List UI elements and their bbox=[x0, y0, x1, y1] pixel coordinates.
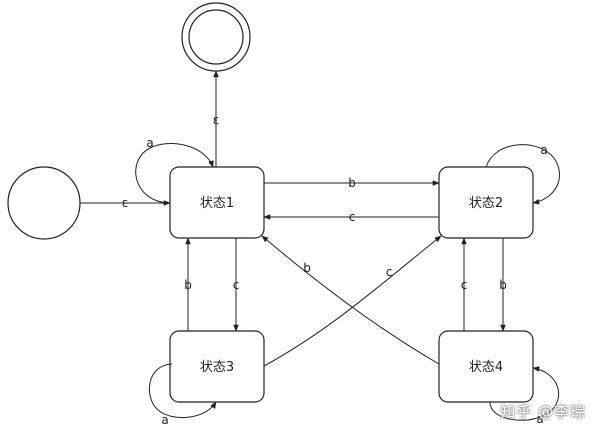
edge-s1-s2-label: b bbox=[348, 176, 356, 190]
edge-s3-s2-label: c bbox=[386, 265, 393, 279]
state-1: 状态1 bbox=[169, 166, 265, 239]
state-2-label: 状态2 bbox=[469, 196, 503, 211]
watermark: 知乎 @李琮 bbox=[500, 403, 586, 421]
start-node bbox=[7, 166, 81, 240]
state-4: 状态4 bbox=[438, 330, 534, 403]
state-2: 状态2 bbox=[438, 166, 534, 239]
edge-s3-self bbox=[149, 363, 217, 419]
accept-node bbox=[181, 2, 251, 72]
edge-s2-self-label: a bbox=[540, 143, 547, 157]
state-3: 状态3 bbox=[169, 330, 265, 403]
edge-s1-self-label: a bbox=[146, 136, 153, 150]
edge-s2-self bbox=[485, 144, 560, 205]
edge-start-s1-label: ε bbox=[122, 196, 129, 210]
state-1-label: 状态1 bbox=[200, 196, 234, 211]
edge-s4-s1-label: b bbox=[303, 261, 311, 275]
edge-s3-s1-label: b bbox=[184, 278, 192, 292]
edge-s3-self-label: a bbox=[161, 413, 168, 427]
edge-s1-accept-label: ε bbox=[213, 113, 220, 127]
edge-s3-s2 bbox=[263, 235, 442, 367]
state-3-label: 状态3 bbox=[200, 360, 234, 375]
edge-s1-s3-label: c bbox=[233, 278, 240, 292]
edge-s4-s1 bbox=[261, 235, 440, 365]
edge-s2-s1-label: c bbox=[349, 210, 356, 224]
edge-s4-s2-label: c bbox=[461, 278, 468, 292]
edge-s2-s4-label: b bbox=[499, 278, 507, 292]
edge-s4-self bbox=[489, 366, 560, 421]
state-4-label: 状态4 bbox=[469, 360, 503, 375]
edge-s1-self bbox=[135, 143, 214, 204]
edge-s4-self-label: a bbox=[536, 412, 543, 426]
